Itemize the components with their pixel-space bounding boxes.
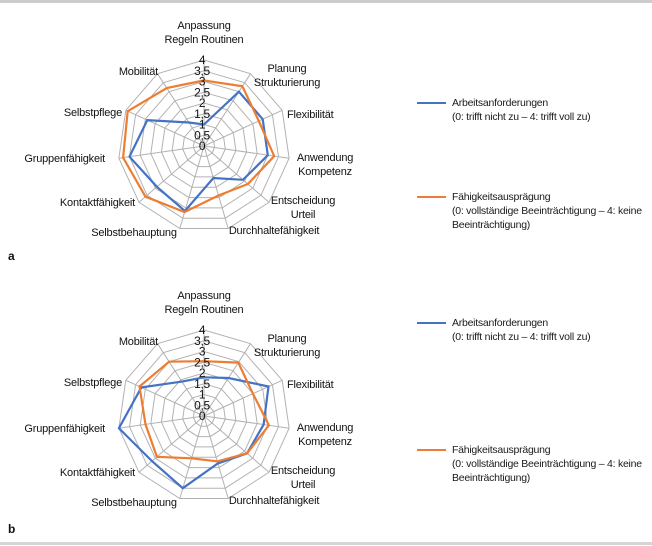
svg-text:0,5: 0,5 — [194, 398, 210, 412]
svg-text:2: 2 — [199, 96, 206, 110]
panel-label-b: b — [8, 522, 16, 536]
svg-text:0,5: 0,5 — [194, 128, 210, 142]
legend-b-arbeitsanforderungen: Arbeitsanforderungen (0: trifft nicht zu… — [415, 316, 591, 344]
svg-text:Selbstpflege: Selbstpflege — [64, 107, 122, 119]
legend-series-name: Arbeitsanforderungen — [452, 317, 548, 329]
bottom-border-strip — [0, 542, 652, 545]
svg-text:4: 4 — [199, 323, 206, 337]
svg-text:2,5: 2,5 — [194, 355, 210, 369]
svg-text:0: 0 — [199, 139, 206, 153]
legend-line-swatch-orange — [417, 449, 446, 451]
svg-text:Durchhaltefähigkeit: Durchhaltefähigkeit — [229, 495, 320, 507]
svg-text:Durchhaltefähigkeit: Durchhaltefähigkeit — [229, 225, 320, 237]
legend-series-note: (0: vollständige Beeinträchtigung – 4: k… — [452, 458, 642, 470]
svg-text:Urteil: Urteil — [291, 479, 315, 491]
svg-text:Planung: Planung — [268, 63, 307, 75]
legend-series-name: Arbeitsanforderungen — [452, 97, 548, 109]
svg-text:Entscheidung: Entscheidung — [271, 465, 335, 477]
svg-text:Urteil: Urteil — [291, 209, 315, 221]
svg-text:Mobilität: Mobilität — [119, 336, 158, 348]
legend-line-swatch-blue — [417, 102, 446, 104]
svg-text:2,5: 2,5 — [194, 85, 210, 99]
svg-text:Strukturierung: Strukturierung — [254, 347, 320, 359]
svg-text:Selbstbehauptung: Selbstbehauptung — [91, 227, 177, 239]
svg-text:Kompetenz: Kompetenz — [298, 436, 352, 448]
svg-text:1,5: 1,5 — [194, 377, 210, 391]
svg-text:3: 3 — [199, 345, 206, 359]
svg-text:Anpassung: Anpassung — [177, 290, 230, 302]
svg-text:Gruppenfähigkeit: Gruppenfähigkeit — [24, 153, 105, 165]
top-border-strip — [0, 0, 652, 3]
svg-text:Strukturierung: Strukturierung — [254, 77, 320, 89]
svg-text:2: 2 — [199, 366, 206, 380]
svg-text:Flexibilität: Flexibilität — [287, 109, 334, 121]
svg-text:Kompetenz: Kompetenz — [298, 166, 352, 178]
svg-text:Regeln Routinen: Regeln Routinen — [165, 304, 244, 316]
svg-text:3,5: 3,5 — [194, 64, 210, 78]
svg-text:Kontaktfähigkeit: Kontaktfähigkeit — [60, 197, 135, 209]
legend-series-note: (0: vollständige Beeinträchtigung – 4: k… — [452, 205, 642, 217]
svg-text:Anwendung: Anwendung — [297, 152, 353, 164]
svg-text:Anwendung: Anwendung — [297, 422, 353, 434]
svg-text:3,5: 3,5 — [194, 334, 210, 348]
legend-series-name: Fähigkeitsausprägung — [452, 444, 551, 456]
legend-series-note: Beeinträchtigung) — [452, 219, 531, 231]
legend-series-note: (0: trifft nicht zu – 4: trifft voll zu) — [452, 111, 591, 123]
svg-text:0: 0 — [199, 409, 206, 423]
legend-a-faehigkeitsauspraegung: Fähigkeitsausprägung (0: vollständige Be… — [415, 190, 642, 232]
legend-a-arbeitsanforderungen: Arbeitsanforderungen (0: trifft nicht zu… — [415, 96, 591, 124]
svg-text:Selbstbehauptung: Selbstbehauptung — [91, 497, 177, 509]
legend-b-faehigkeitsauspraegung: Fähigkeitsausprägung (0: vollständige Be… — [415, 443, 642, 485]
svg-text:1: 1 — [199, 118, 206, 132]
svg-text:Kontaktfähigkeit: Kontaktfähigkeit — [60, 467, 135, 479]
svg-text:Flexibilität: Flexibilität — [287, 379, 334, 391]
legend-series-note: Beeinträchtigung) — [452, 472, 531, 484]
svg-text:3: 3 — [199, 75, 206, 89]
svg-text:Planung: Planung — [268, 333, 307, 345]
panel-label-a: a — [8, 249, 15, 263]
legend-line-swatch-blue — [417, 322, 446, 324]
svg-text:Gruppenfähigkeit: Gruppenfähigkeit — [24, 423, 105, 435]
svg-text:1,5: 1,5 — [194, 107, 210, 121]
svg-text:4: 4 — [199, 53, 206, 67]
svg-text:Mobilität: Mobilität — [119, 66, 158, 78]
legend-series-note: (0: trifft nicht zu – 4: trifft voll zu) — [452, 331, 591, 343]
svg-text:Entscheidung: Entscheidung — [271, 195, 335, 207]
svg-text:Anpassung: Anpassung — [177, 20, 230, 32]
svg-text:1: 1 — [199, 388, 206, 402]
legend-series-name: Fähigkeitsausprägung — [452, 191, 551, 203]
legend-line-swatch-orange — [417, 196, 446, 198]
svg-text:Regeln Routinen: Regeln Routinen — [165, 34, 244, 46]
svg-text:Selbstpflege: Selbstpflege — [64, 377, 122, 389]
